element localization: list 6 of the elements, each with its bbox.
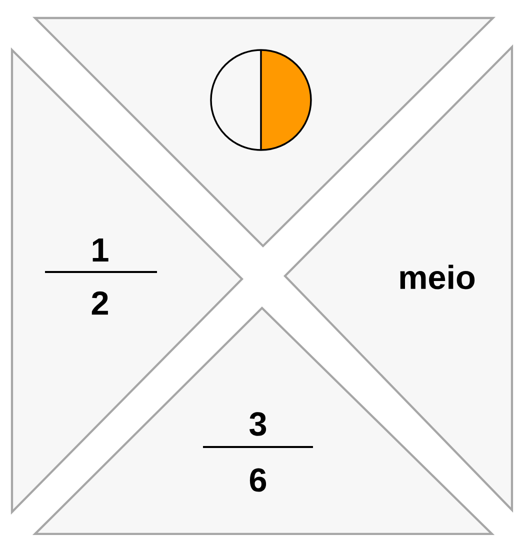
fraction-digit: 3 [250,412,266,436]
fraction-digit: 6 [250,468,266,492]
word: meio [400,264,475,290]
half-shaded-circle [210,49,312,151]
fraction-digit: 1 [92,238,108,262]
fraction-digit: 2 [92,291,108,315]
